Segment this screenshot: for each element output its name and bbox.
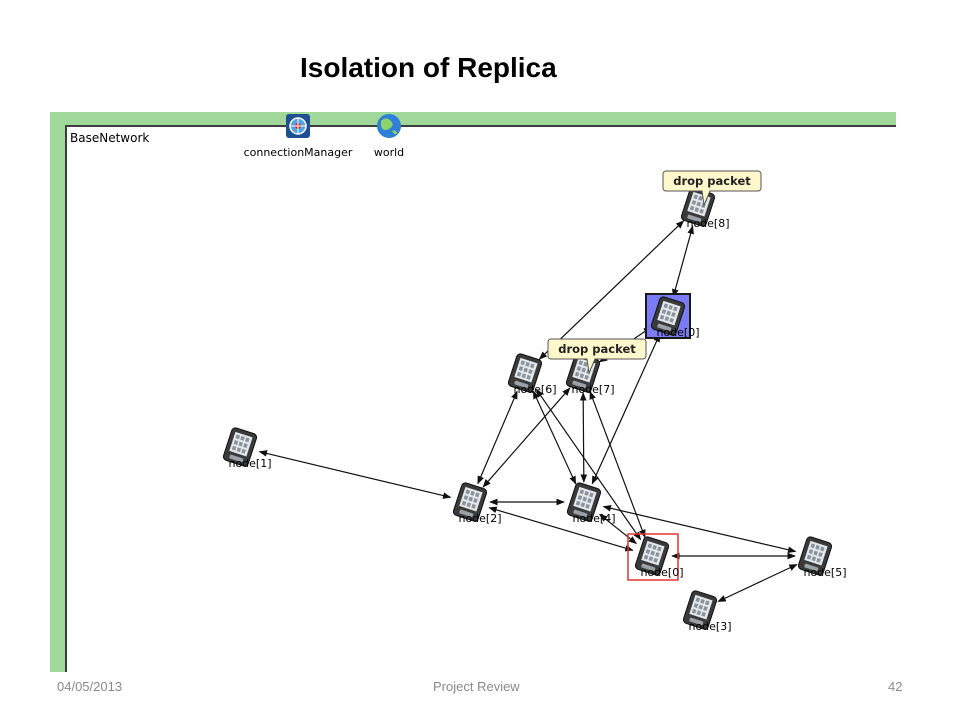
- network-node[interactable]: node[0]: [627, 533, 684, 581]
- footer-date: 04/05/2013: [57, 679, 123, 694]
- pda-device-icon: [452, 482, 488, 522]
- node-label: node[7]: [571, 383, 614, 396]
- footer-title: Project Review: [433, 679, 520, 694]
- pda-device-icon: [507, 353, 543, 393]
- network-node[interactable]: node[0]: [645, 293, 700, 339]
- node-label: node[8]: [686, 217, 729, 230]
- link-n5-n3: [717, 563, 798, 603]
- footer-page-number: 42: [888, 679, 903, 694]
- slide-title: Isolation of Replica: [300, 52, 557, 83]
- frame-inner-line-vertical: [65, 125, 67, 672]
- link-n1-n2: [258, 450, 452, 499]
- link-n7-n4: [579, 392, 588, 483]
- node-label: node[0]: [640, 566, 683, 579]
- link-n4-n5: [602, 505, 797, 553]
- pda-device-icon: [566, 482, 602, 522]
- node-label: node[0]: [656, 326, 699, 339]
- globe-icon: [377, 114, 401, 138]
- pda-device-icon: [682, 590, 718, 630]
- pda-device-icon: [565, 353, 601, 393]
- pda-device-icon: [634, 536, 670, 576]
- node-label: node[4]: [572, 512, 615, 525]
- pda-device-icon: [650, 296, 686, 336]
- node-label: node[2]: [458, 512, 501, 525]
- frame-inner-line-horizontal: [65, 125, 896, 127]
- node-label: node[6]: [513, 383, 556, 396]
- network-node[interactable]: node[2]: [452, 482, 502, 525]
- link-n8-n0top: [672, 225, 694, 298]
- frame-border-top: [50, 112, 896, 125]
- connection-manager-icon: [289, 117, 307, 135]
- network-node[interactable]: node[5]: [797, 536, 847, 579]
- network-node[interactable]: node[1]: [222, 427, 272, 470]
- world-label: world: [374, 146, 404, 159]
- frame-border-left: [50, 112, 65, 672]
- node-label: node[5]: [803, 566, 846, 579]
- network-name: BaseNetwork: [70, 131, 150, 145]
- node-highlight-box: [627, 533, 679, 581]
- network-node[interactable]: node[6]: [507, 353, 557, 396]
- link-n2-n7: [482, 387, 571, 488]
- network-canvas: [50, 112, 896, 672]
- node-label: node[1]: [228, 457, 271, 470]
- pda-device-icon: [222, 427, 258, 467]
- network-node[interactable]: node[4]: [566, 482, 616, 525]
- connection-manager-label: connectionManager: [244, 146, 353, 159]
- drop-packet-callout: drop packet: [662, 170, 762, 207]
- connection-manager-module[interactable]: connectionManager: [244, 114, 353, 159]
- callout-text: drop packet: [673, 174, 751, 188]
- drop-packet-callout: drop packet: [547, 338, 647, 375]
- pda-device-icon: [797, 536, 833, 576]
- network-node[interactable]: node[7]: [565, 353, 615, 396]
- world-module[interactable]: world: [374, 114, 404, 159]
- link-n8-n6: [538, 220, 685, 360]
- node-label: node[3]: [688, 620, 731, 633]
- callout-text: drop packet: [558, 342, 636, 356]
- network-node[interactable]: node[3]: [682, 590, 732, 633]
